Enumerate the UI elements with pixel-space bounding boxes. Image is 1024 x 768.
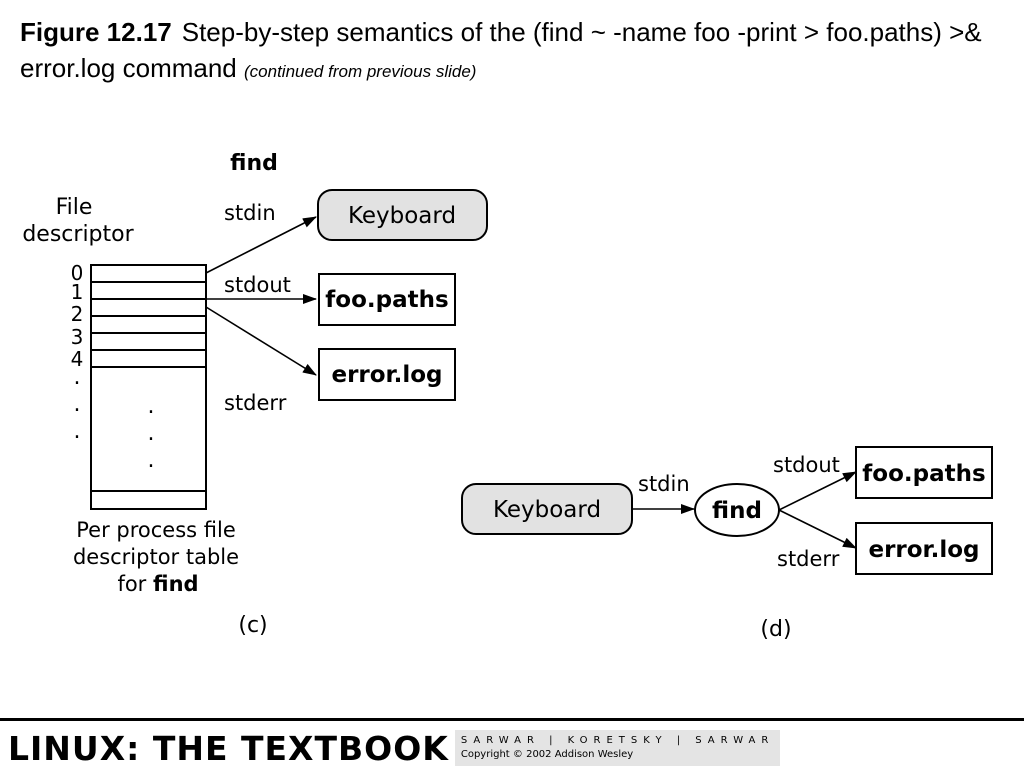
copyright-notice: Copyright © 2002 Addison Wesley (460, 749, 634, 760)
panel-d: Keyboard stdin find stdout stderr foo.pa… (461, 446, 993, 642)
book-title: LINUX: THE TEXTBOOK (8, 728, 449, 768)
keyboard-label: Keyboard (348, 203, 456, 229)
foo-paths-label: foo.paths (325, 287, 448, 313)
stdin-label: stdin (638, 472, 690, 496)
foo-paths-label: foo.paths (862, 461, 985, 487)
fd-number-1: 1 (71, 280, 84, 304)
foo-paths-box (855, 446, 993, 499)
stdin-arrow (205, 216, 317, 274)
author-names: SARWAR | KORETSKY | SARWAR (460, 735, 775, 746)
ellipsis-dot: . (148, 394, 155, 419)
fd-column-title-line1: File (56, 195, 93, 220)
fd-number-3: 3 (71, 325, 84, 349)
find-process-label: find (712, 498, 762, 524)
stdout-label: stdout (773, 453, 840, 477)
process-name-find: find (230, 151, 278, 176)
foo-paths-box (318, 273, 456, 326)
stdin-label: stdin (224, 201, 276, 225)
error-log-box (855, 522, 993, 575)
ellipsis-dot: . (74, 419, 81, 444)
stderr-label: stderr (777, 547, 840, 571)
figure-label: Figure 12.17 (20, 17, 172, 47)
panel-label-d: (d) (760, 617, 791, 642)
ellipsis-dot: . (148, 421, 155, 446)
table-caption-bold: find (153, 572, 199, 596)
footer-rule (0, 718, 1024, 721)
stderr-arrow (205, 306, 317, 376)
fd-column-title-line2: descriptor (22, 222, 134, 247)
table-caption-line1: Per process file (76, 518, 236, 542)
error-log-label: error.log (331, 362, 442, 388)
error-log-label: error.log (868, 537, 979, 563)
continued-note: (continued from previous slide) (244, 62, 477, 81)
fd-number-4: 4 (71, 347, 84, 371)
table-caption-prefix: for (117, 572, 153, 596)
keyboard-label: Keyboard (493, 497, 601, 523)
publisher-imprint: SARWAR | KORETSKY | SARWAR Copyright © 2… (454, 730, 781, 766)
fd-number-0: 0 (71, 261, 84, 285)
stdout-label: stdout (224, 273, 291, 297)
fd-table-outline (90, 264, 207, 510)
stderr-arrow (778, 509, 857, 549)
ellipsis-dot: . (74, 365, 81, 390)
error-log-box (318, 348, 456, 401)
figure-title: Step-by-step semantics of the (find ~ -n… (20, 17, 982, 83)
table-caption-line3: for find (117, 572, 198, 596)
panel-c: find File descriptor 0 1 2 3 4 . . . . .… (22, 151, 488, 638)
stdout-arrow (778, 471, 857, 511)
ellipsis-dot: . (74, 392, 81, 417)
fd-number-2: 2 (71, 302, 84, 326)
stderr-label: stderr (224, 391, 287, 415)
ellipsis-dot: . (148, 448, 155, 473)
keyboard-box (317, 189, 488, 241)
panel-label-c: (c) (238, 613, 267, 638)
book-footer: LINUX: THE TEXTBOOK SARWAR | KORETSKY | … (8, 728, 781, 768)
table-caption-line2: descriptor table (73, 545, 239, 569)
fd-table (90, 264, 207, 510)
